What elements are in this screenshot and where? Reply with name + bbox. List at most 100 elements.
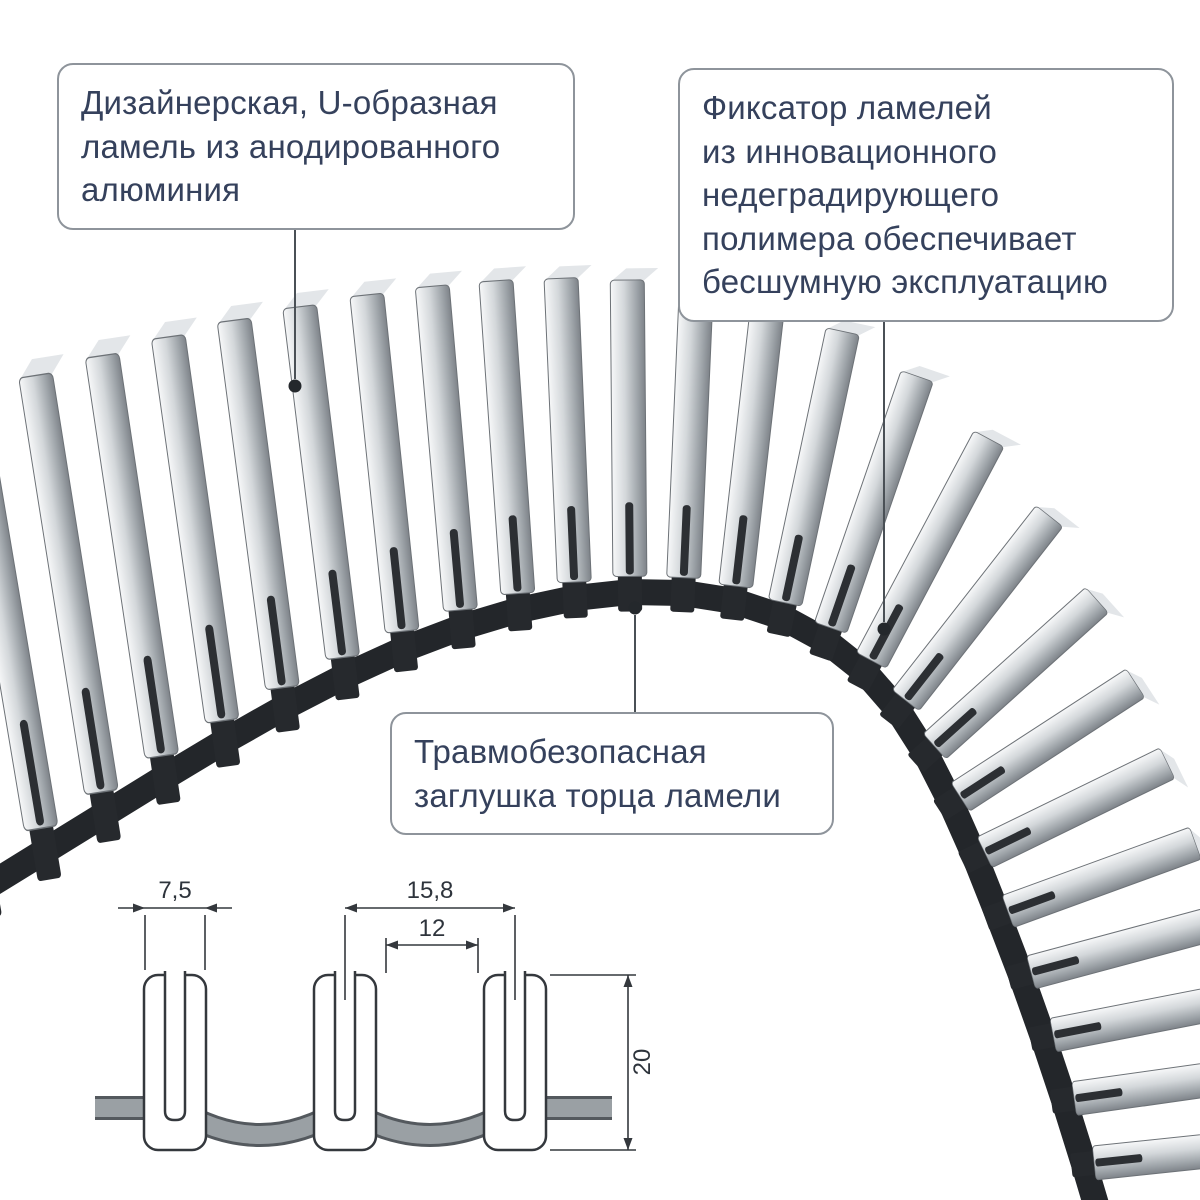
lamella-body [814, 371, 933, 633]
lamella-body [666, 286, 714, 579]
lamella [766, 320, 876, 637]
lamella-top-face [479, 266, 527, 285]
lamella [1050, 1054, 1200, 1116]
dimension-drawing: 7,5 15,8 12 20 [95, 877, 656, 1152]
lamella-end-slot [679, 505, 691, 576]
callout-lamella-line: алюминия [81, 171, 241, 209]
lamella-top-face [1158, 748, 1189, 788]
callout-lamella-line: Дизайнерская, U-образная [81, 84, 498, 121]
lamella-slot-profile [503, 971, 527, 1122]
lamella-top-face [544, 264, 592, 282]
lamella [933, 669, 1160, 820]
lamella-body [478, 279, 536, 595]
callout-lamella-line: ламель из анодированного [81, 127, 501, 165]
lamella-body [151, 334, 239, 724]
lamella-body [19, 372, 119, 795]
lamella-profiles [142, 971, 548, 1152]
lamella-body [1002, 827, 1200, 928]
lamella-top-face [1035, 506, 1080, 528]
lamella [217, 301, 300, 733]
lamella-end-slot [266, 595, 286, 686]
lamella [282, 289, 360, 701]
callout-endcap-line: заглушка торца ламели [414, 776, 782, 814]
lamella [19, 354, 121, 843]
callout-fixator-line: недеградирующего [702, 176, 1000, 214]
lamella-end-slot [19, 719, 44, 826]
lamella [666, 275, 728, 613]
lamella-end-slot [205, 624, 226, 719]
lamella-top-face [151, 317, 197, 342]
lamella-end-slot [1054, 1022, 1102, 1039]
callout-fixator-line: Фиксатор ламелей [702, 89, 992, 126]
lamella-body [718, 300, 785, 589]
lamella-body [1071, 1054, 1200, 1116]
lamella-top-face [1188, 827, 1200, 870]
lamella-slot-profile [163, 971, 187, 1122]
lamella-body [1111, 1193, 1200, 1200]
lamella-body [609, 279, 648, 578]
lamella-body [217, 317, 300, 690]
lamella-end-slot [985, 827, 1032, 855]
lamella [85, 335, 181, 805]
lamella-body [768, 328, 860, 606]
lamella [609, 268, 659, 612]
lamella-end-slot [1031, 956, 1080, 976]
lamella-end-slot [1008, 891, 1056, 915]
lamella [1028, 980, 1200, 1052]
lamella-end-slot [1075, 1088, 1123, 1103]
dimension-lines [118, 907, 636, 1151]
lamella-top-face [415, 270, 462, 290]
lamella [349, 278, 420, 673]
lamella-body [1027, 904, 1200, 989]
lamella-top-face [19, 354, 64, 381]
lamella-top-face [973, 429, 1021, 448]
lamella-top-face [1084, 588, 1125, 618]
lamella-top-face [85, 335, 131, 361]
lamella-body [1050, 980, 1200, 1052]
lamella [415, 270, 478, 650]
lamella-body [543, 277, 592, 584]
lamella-end-slot [449, 528, 464, 608]
lamella [0, 392, 61, 881]
dimension-label-lamella-width: 7,5 [158, 877, 191, 904]
lamella [478, 266, 536, 632]
lamella-body [349, 293, 420, 634]
lamella-top-face [825, 320, 876, 337]
lamella-end-slot [782, 534, 803, 602]
lamella-slot-profile [333, 971, 357, 1122]
dimension-label-pitch: 15,8 [407, 877, 454, 904]
lamella-end-slot [389, 547, 406, 630]
lamella [809, 366, 950, 661]
lamella [1005, 904, 1200, 990]
lamella [908, 588, 1125, 772]
lamella-end-slot [143, 655, 165, 754]
lamella-end-slot [81, 687, 105, 790]
lamella-end-slot [828, 564, 856, 627]
dimension-label-gap: 12 [419, 915, 446, 942]
lamella [982, 827, 1200, 931]
lamella-end-slot [328, 569, 346, 656]
lamella-top-face [610, 268, 659, 283]
lamella-top-face [900, 366, 950, 383]
callout-fixator-line: полимера обеспечивает [702, 219, 1077, 257]
callout-lamella: Дизайнерская, U-образная ламель из аноди… [57, 63, 575, 230]
lamella-top-face [1125, 669, 1160, 705]
lamella [958, 748, 1189, 873]
callout-fixator-line: из инновационного [702, 132, 998, 170]
lamella [880, 506, 1080, 729]
dimension-arrows [133, 903, 633, 1150]
lamella-end-slot [567, 506, 579, 581]
lamella-body [0, 392, 58, 832]
grille-group [0, 264, 1200, 1200]
lamella-top-face [350, 278, 397, 299]
lamella [543, 264, 592, 619]
lamella-body [1092, 1125, 1200, 1181]
lamella-end-slot [508, 515, 522, 592]
callout-fixator-line: бесшумную эксплуатацию [702, 263, 1108, 301]
lamella [151, 317, 240, 768]
lamella-end-slot [732, 515, 748, 585]
lamella-end-slot [1095, 1154, 1143, 1167]
lamella-top-face [217, 301, 263, 325]
callout-endcap: Травмобезопасная заглушка торца ламели [390, 712, 834, 836]
